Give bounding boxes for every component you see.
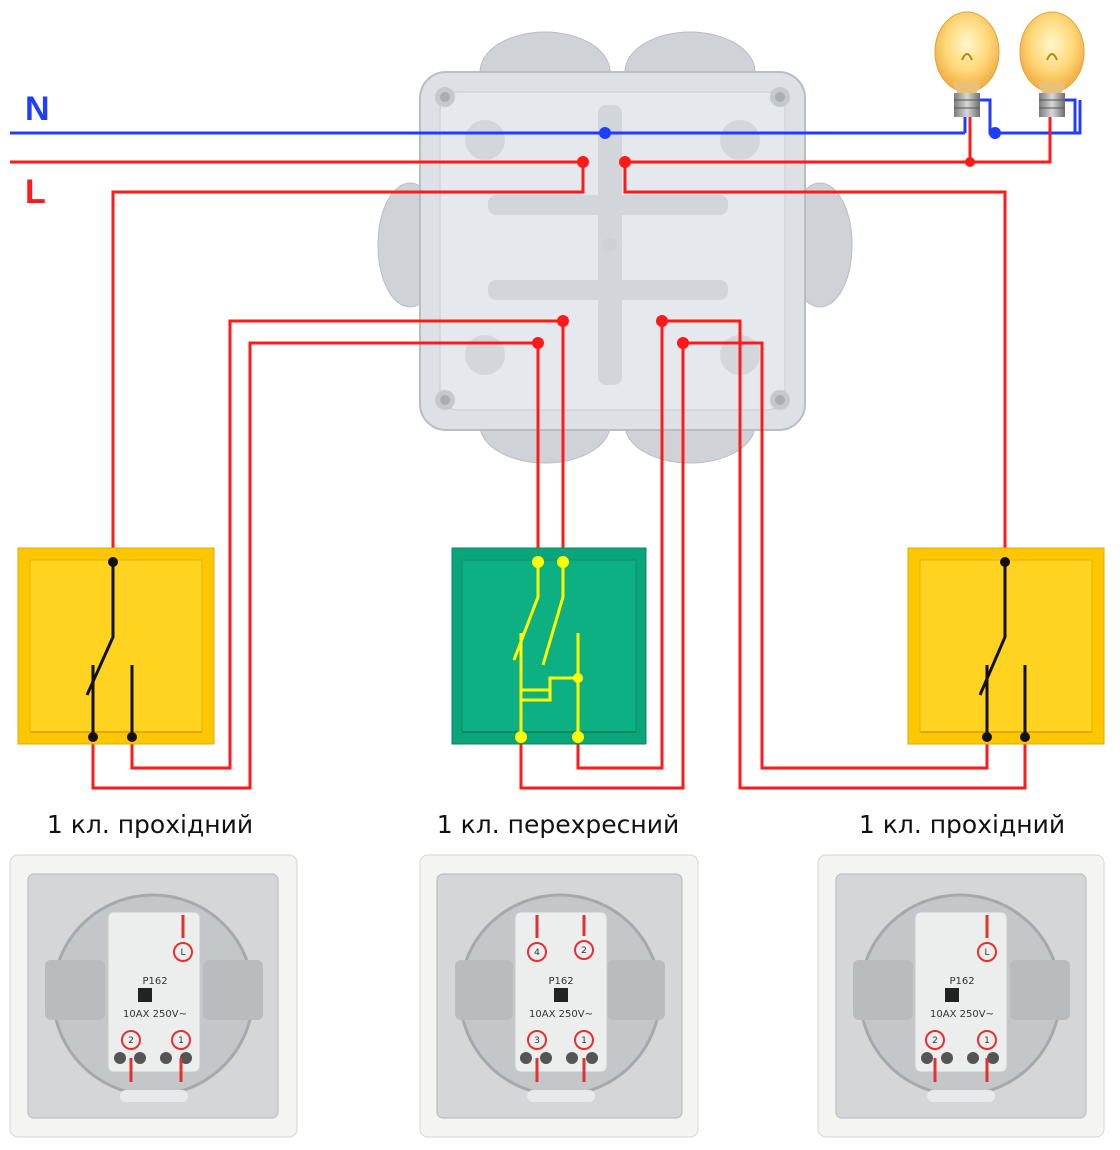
module-rating: 10AX 250V~ bbox=[529, 1009, 593, 1020]
neutral-wires bbox=[10, 98, 1082, 139]
terminal-mark: 4 bbox=[534, 948, 540, 958]
terminal-mark: 1 bbox=[984, 1036, 990, 1046]
junction-box-icon bbox=[377, 31, 853, 464]
terminal-mark: 3 bbox=[534, 1036, 540, 1046]
terminal-mark: L bbox=[984, 948, 989, 958]
module-model: P162 bbox=[142, 976, 167, 987]
switch-mechanism-icon: P162 10AX 250V~ 4 2 3 1 bbox=[419, 854, 699, 1138]
terminal-mark: L bbox=[180, 948, 185, 958]
caption-right: 1 кл. прохідний bbox=[859, 810, 1065, 839]
bulb-icon bbox=[1019, 11, 1085, 117]
line-label: L bbox=[25, 173, 46, 211]
terminal-mark: 2 bbox=[581, 946, 587, 956]
cross-switch-icon bbox=[451, 547, 647, 745]
switch-mechanism-icon: P162 10AX 250V~ L 2 1 bbox=[9, 854, 298, 1138]
terminal-mark: 1 bbox=[178, 1036, 184, 1046]
caption-left: 1 кл. прохідний bbox=[47, 810, 253, 839]
pass-through-switch-icon bbox=[907, 547, 1105, 745]
module-rating: 10AX 250V~ bbox=[930, 1009, 994, 1020]
line-wires bbox=[10, 117, 1052, 790]
module-rating: 10AX 250V~ bbox=[123, 1009, 187, 1020]
module-model: P162 bbox=[548, 976, 573, 987]
terminal-mark: 2 bbox=[932, 1036, 938, 1046]
neutral-label: N bbox=[25, 90, 50, 128]
caption-center: 1 кл. перехресний bbox=[437, 810, 679, 839]
terminal-mark: 1 bbox=[581, 1036, 587, 1046]
pass-through-switch-icon bbox=[17, 547, 215, 745]
wire-joints bbox=[532, 156, 975, 349]
module-model: P162 bbox=[949, 976, 974, 987]
switch-mechanism-icon: P162 10AX 250V~ L 2 1 bbox=[817, 854, 1105, 1138]
bulb-icon bbox=[934, 11, 1000, 117]
terminal-mark: 2 bbox=[128, 1036, 134, 1046]
